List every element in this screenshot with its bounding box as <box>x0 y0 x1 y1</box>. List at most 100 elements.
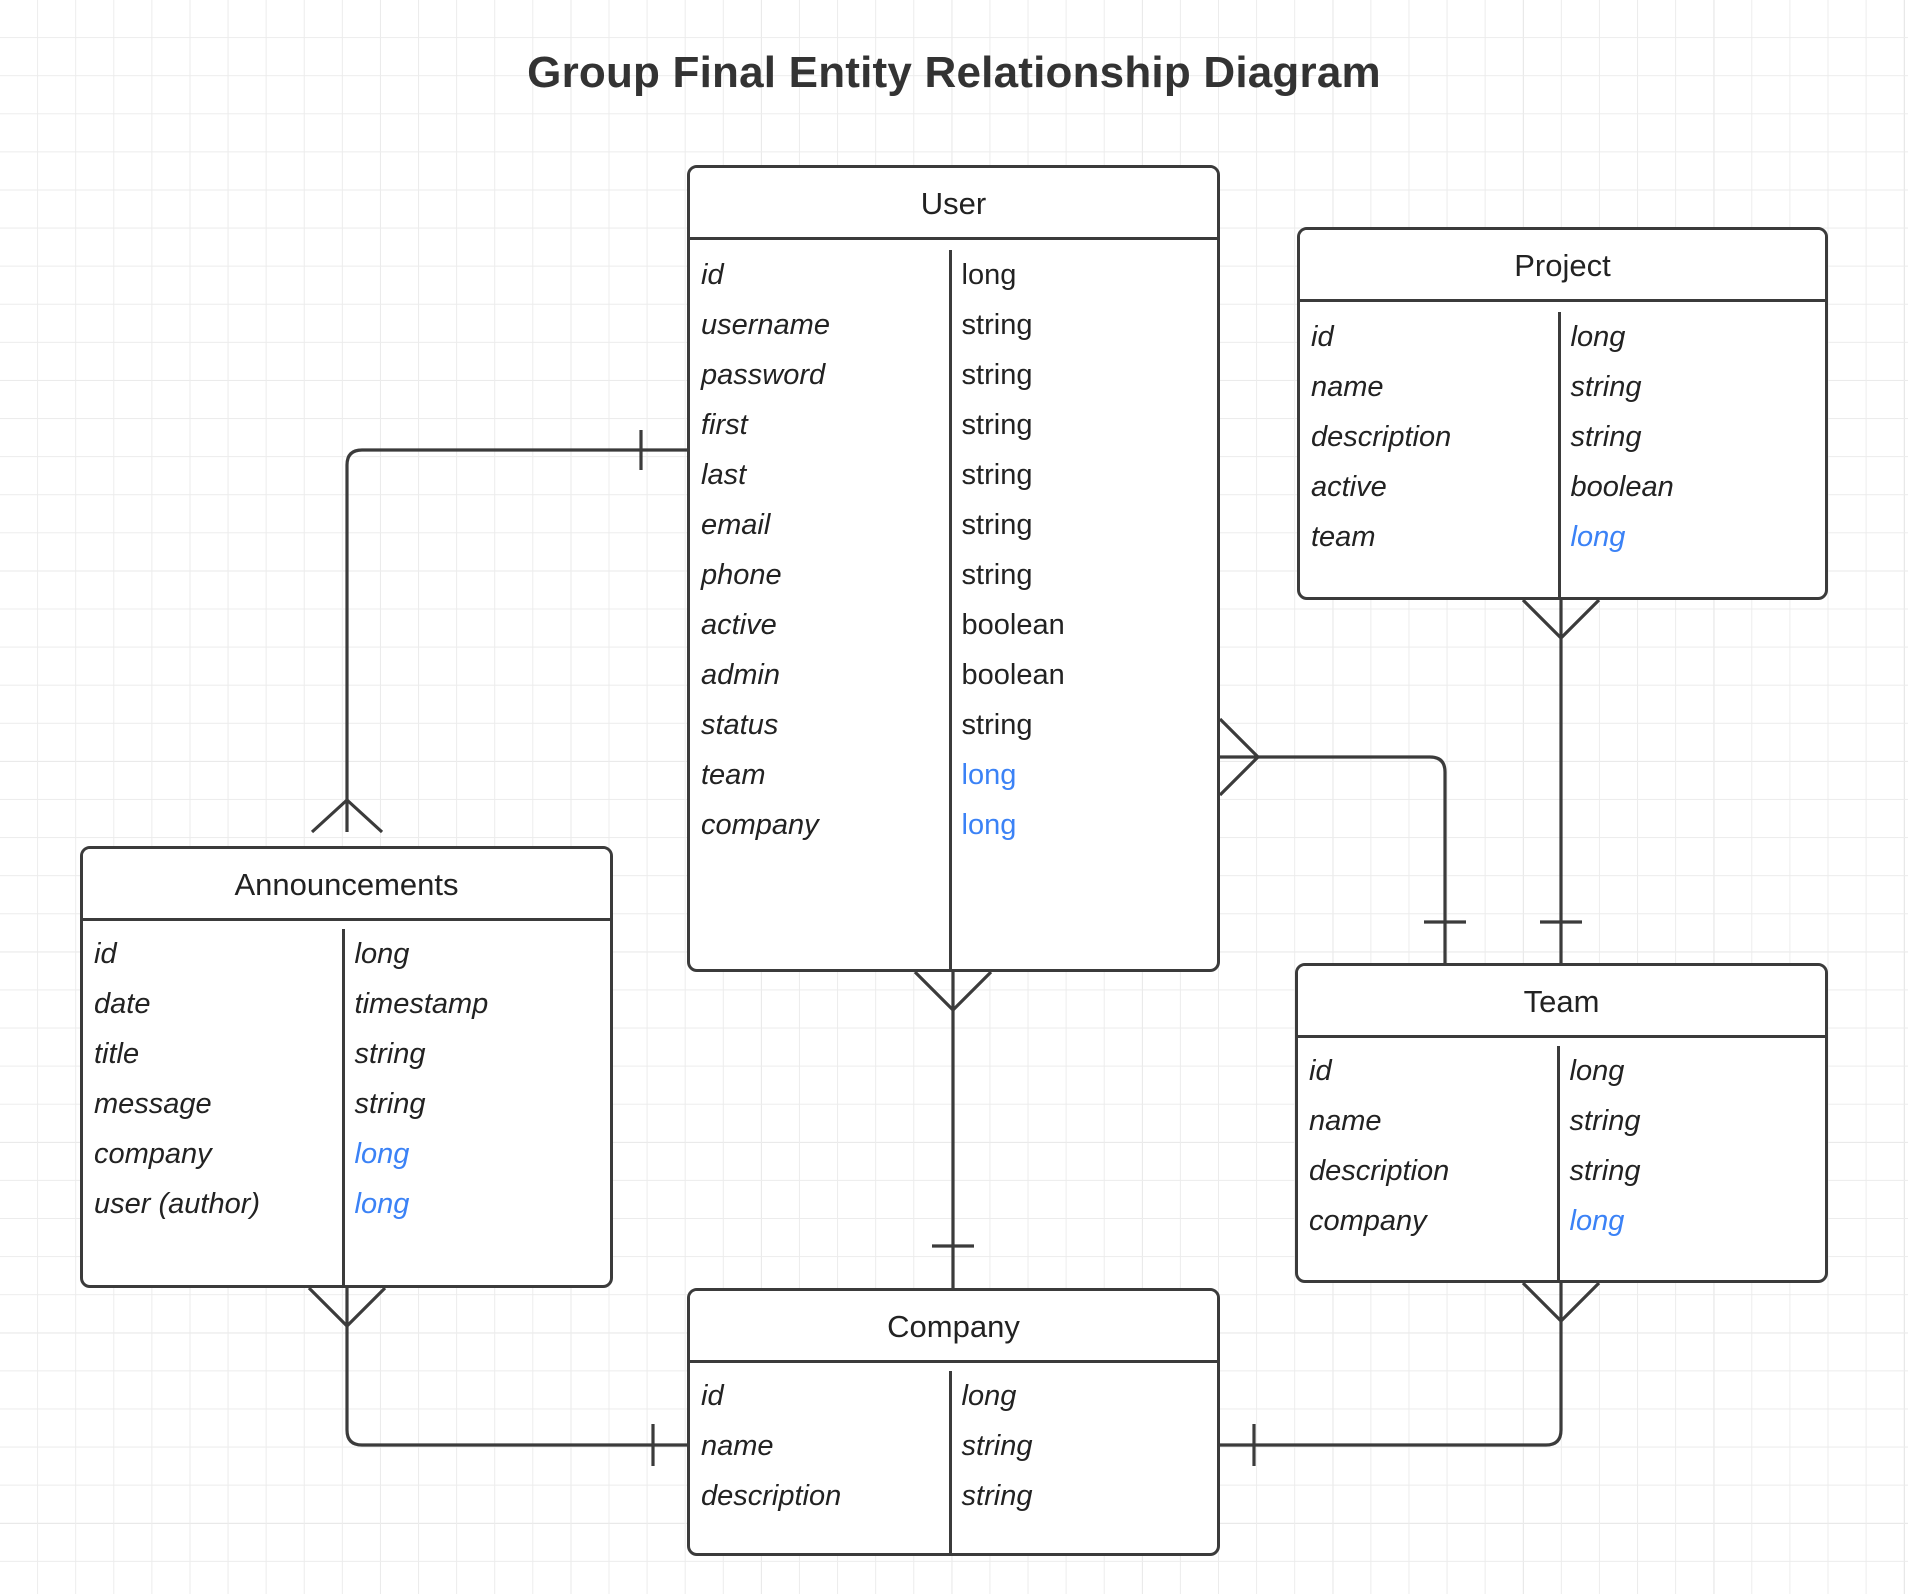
entity-team[interactable]: Team id long name string description str… <box>1295 963 1828 1283</box>
field-row: id long <box>83 929 610 979</box>
connector-user-company <box>913 970 993 1288</box>
field-row: company long <box>1298 1196 1825 1246</box>
field-name: company <box>1309 1204 1427 1237</box>
field-row: description string <box>1298 1146 1825 1196</box>
field-name: id <box>701 258 724 291</box>
field-type-foreign-key: long <box>354 1187 410 1220</box>
field-type: string <box>961 508 1033 541</box>
field-row: id long <box>690 250 1217 300</box>
field-name: phone <box>701 558 782 591</box>
field-type: string <box>961 408 1033 441</box>
field-row: password string <box>690 350 1217 400</box>
entity-project[interactable]: Project id long name string description … <box>1297 227 1828 600</box>
field-name: name <box>701 1429 774 1462</box>
cardinality-many-crowsfoot <box>1521 1281 1601 1323</box>
connector-user-announcements <box>310 430 687 834</box>
field-type: string <box>961 308 1033 341</box>
cardinality-many-crowsfoot <box>1521 598 1601 640</box>
field-type: string <box>961 1429 1033 1462</box>
field-type: long <box>354 937 410 970</box>
field-type: string <box>1569 1104 1641 1137</box>
entity-title-announcements: Announcements <box>83 849 610 921</box>
field-row: user (author) long <box>83 1179 610 1229</box>
cardinality-many-crowsfoot <box>1218 717 1260 797</box>
field-type: boolean <box>961 658 1065 691</box>
entity-body-company: id long name string description string <box>690 1371 1217 1553</box>
field-name: name <box>1311 370 1384 403</box>
field-row: status string <box>690 700 1217 750</box>
column-divider <box>949 1371 952 1553</box>
field-name: id <box>1311 320 1334 353</box>
connector-team-company <box>1220 1281 1601 1466</box>
column-divider <box>1558 312 1561 597</box>
entity-company[interactable]: Company id long name string description … <box>687 1288 1220 1556</box>
field-type: long <box>1569 1054 1625 1087</box>
field-name: password <box>701 358 826 391</box>
field-name: email <box>701 508 771 541</box>
column-divider <box>949 250 952 969</box>
entity-announcements[interactable]: Announcements id long date timestamp tit… <box>80 846 613 1288</box>
field-row: first string <box>690 400 1217 450</box>
field-row: active boolean <box>1300 462 1825 512</box>
field-type: long <box>961 258 1017 291</box>
field-name: date <box>94 987 151 1020</box>
field-type: boolean <box>1570 470 1674 503</box>
field-row: id long <box>1298 1046 1825 1096</box>
field-name: admin <box>701 658 780 691</box>
field-name: company <box>94 1137 212 1170</box>
column-divider <box>342 929 345 1285</box>
cardinality-many-crowsfoot <box>307 1286 387 1328</box>
field-row: company long <box>83 1129 610 1179</box>
field-name: team <box>701 758 766 791</box>
column-divider <box>1557 1046 1560 1280</box>
field-type: string <box>1570 370 1642 403</box>
field-type: long <box>1570 320 1626 353</box>
field-type: timestamp <box>354 987 489 1020</box>
field-row: name string <box>1298 1096 1825 1146</box>
field-type: string <box>961 358 1033 391</box>
field-row: active boolean <box>690 600 1217 650</box>
field-row: id long <box>690 1371 1217 1421</box>
field-type: boolean <box>961 608 1065 641</box>
field-name: team <box>1311 520 1376 553</box>
field-name: username <box>701 308 830 341</box>
field-type-foreign-key: long <box>354 1137 410 1170</box>
entity-title-team: Team <box>1298 966 1825 1038</box>
field-row: description string <box>690 1471 1217 1521</box>
field-type-foreign-key: long <box>1570 520 1626 553</box>
entity-title-project: Project <box>1300 230 1825 302</box>
field-row: date timestamp <box>83 979 610 1029</box>
field-name: name <box>1309 1104 1382 1137</box>
field-name: description <box>1309 1154 1450 1187</box>
page-title: Group Final Entity Relationship Diagram <box>527 48 1381 97</box>
field-row: email string <box>690 500 1217 550</box>
field-type: string <box>961 458 1033 491</box>
entity-user[interactable]: User id long username string password st… <box>687 165 1220 972</box>
connector-announcements-company <box>307 1286 687 1466</box>
entity-title-user: User <box>690 168 1217 240</box>
field-name: company <box>701 808 819 841</box>
field-type: string <box>961 1479 1033 1512</box>
field-name: active <box>701 608 777 641</box>
field-row: id long <box>1300 312 1825 362</box>
connector-project-team <box>1521 598 1601 963</box>
entity-body-announcements: id long date timestamp title string mess… <box>83 929 610 1285</box>
field-name: first <box>701 408 748 441</box>
field-type: string <box>1569 1154 1641 1187</box>
field-row: title string <box>83 1029 610 1079</box>
field-name: message <box>94 1087 212 1120</box>
field-type: string <box>1570 420 1642 453</box>
field-row: message string <box>83 1079 610 1129</box>
field-row: description string <box>1300 412 1825 462</box>
field-type: long <box>961 1379 1017 1412</box>
field-name: id <box>701 1379 724 1412</box>
field-name: active <box>1311 470 1387 503</box>
field-row: name string <box>1300 362 1825 412</box>
field-type: string <box>354 1087 426 1120</box>
field-name: title <box>94 1037 140 1070</box>
field-type: string <box>961 708 1033 741</box>
entity-body-project: id long name string description string a… <box>1300 312 1825 597</box>
field-row: name string <box>690 1421 1217 1471</box>
field-row: username string <box>690 300 1217 350</box>
